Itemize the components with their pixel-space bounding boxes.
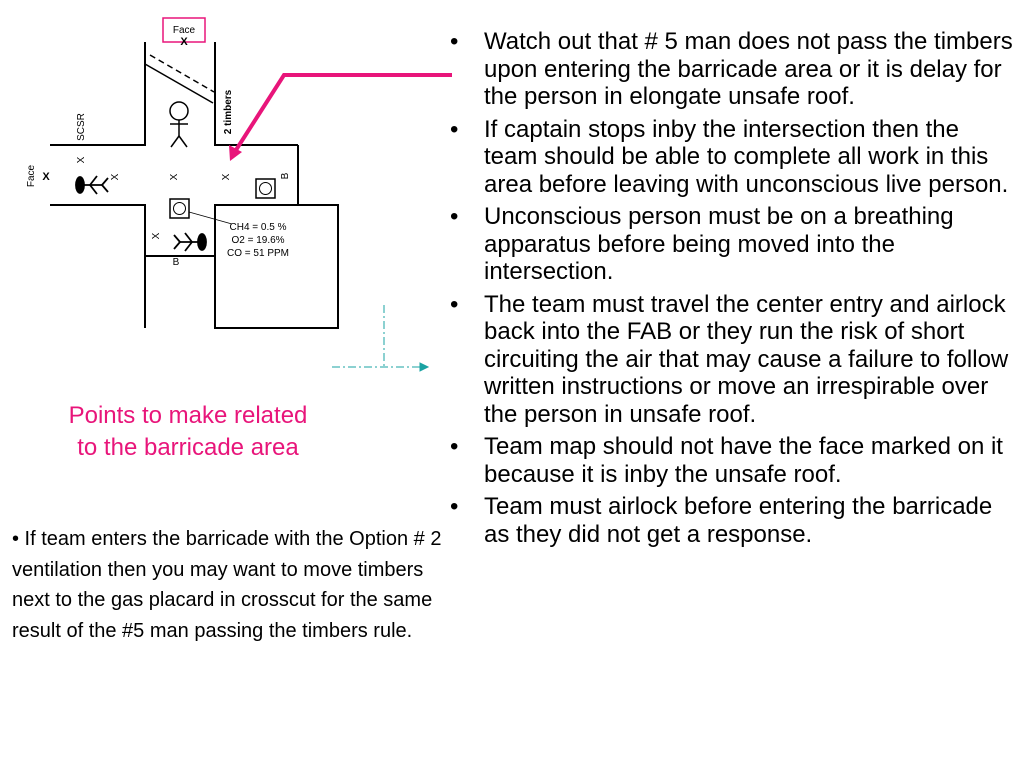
timber-solid (144, 63, 214, 104)
list-item: Team map should not have the face marked… (444, 433, 1014, 488)
wall-lower-left (50, 204, 146, 328)
gas-reading-co: CO = 51 PPM (227, 248, 289, 259)
gas-reading-ch4: CH4 = 0.5 % (230, 222, 287, 233)
heading-line-2: to the barricade area (77, 434, 299, 461)
list-item: The team must travel the center entry an… (444, 291, 1014, 429)
list-item: If captain stops inby the intersection t… (444, 116, 1014, 199)
face-top-box (162, 17, 206, 43)
wall-upper-left (50, 42, 146, 146)
scsr-label: SCSR (76, 113, 87, 141)
gas-reading-o2: O2 = 19.6% (231, 235, 284, 246)
face-left-label: Face (26, 164, 37, 187)
person-lying-lower-icon (173, 232, 207, 252)
x-mark-left: X (110, 173, 121, 180)
timbers-label: 2 timbers (223, 89, 234, 134)
face-top-label: Face (173, 25, 196, 36)
x-mark-center: X (169, 173, 180, 180)
timber-note: • If team enters the barricade with the … (12, 528, 442, 642)
pointer-arrow (229, 73, 452, 161)
placard-lower-icon (169, 198, 190, 219)
barricade-points-list: Watch out that # 5 man does not pass the… (444, 28, 1014, 553)
person-lying-left-icon (75, 175, 109, 195)
face-top-x: X (180, 36, 188, 48)
timber-dashed (149, 54, 215, 93)
dashed-arrow (332, 305, 430, 372)
list-item: Team must airlock before entering the ba… (444, 493, 1014, 548)
entry-walls (50, 42, 339, 329)
list-item: Unconscious person must be on a breathin… (444, 203, 1014, 286)
placard-leader-line (188, 211, 233, 225)
x-mark-lower: X (151, 232, 162, 239)
barricade-label-right: B (280, 172, 291, 179)
timbers (144, 54, 215, 104)
mine-map-diagram: Face X Face X SCSR 2 timbers X X X X X B… (26, 17, 452, 372)
barricade-label-bottom: B (173, 257, 180, 268)
heading-line-1: Points to make related (68, 402, 308, 429)
placard-right-icon (255, 178, 276, 199)
list-item: Watch out that # 5 man does not pass the… (444, 28, 1014, 111)
wall-upper-right (214, 42, 298, 146)
barricade-heading: Points to make related to the barricade … (40, 400, 336, 464)
x-mark-right: X (221, 173, 232, 180)
x-mark-scsr: X (76, 156, 87, 163)
person-standing-icon (169, 101, 189, 148)
face-left-x: X (42, 171, 50, 183)
